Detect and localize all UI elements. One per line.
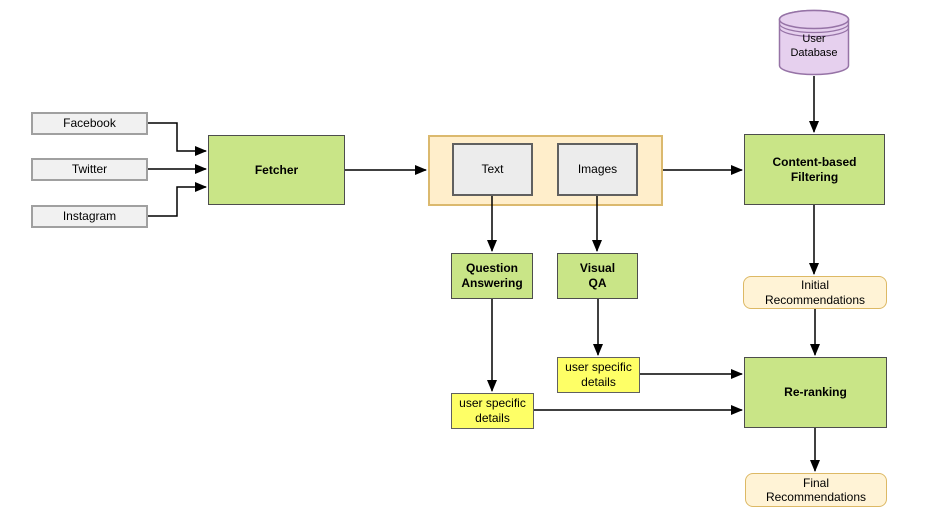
node-instagram: Instagram bbox=[31, 205, 148, 228]
node-re-ranking-label: Re-ranking bbox=[784, 385, 847, 399]
node-user-specific-details-visual-label: user specific details bbox=[565, 360, 632, 389]
node-visual-qa-label: Visual QA bbox=[579, 261, 616, 290]
node-fetcher-label: Fetcher bbox=[254, 162, 299, 177]
node-question-answering: Question Answering bbox=[451, 253, 533, 299]
node-images-label: Images bbox=[577, 162, 618, 176]
node-fetcher: Fetcher bbox=[208, 135, 345, 205]
node-user-specific-details-text: user specific details bbox=[451, 393, 534, 429]
node-user-specific-details-text-label: user specific details bbox=[459, 396, 526, 425]
node-initial-recommendations-label: Initial Recommendations bbox=[764, 278, 866, 307]
node-twitter-label: Twitter bbox=[71, 162, 108, 176]
node-re-ranking: Re-ranking bbox=[744, 357, 887, 428]
node-user-database-label: User Database bbox=[790, 33, 838, 59]
node-text-label: Text bbox=[481, 162, 504, 176]
node-images: Images bbox=[557, 143, 638, 196]
node-question-answering-label: Question Answering bbox=[461, 261, 523, 290]
node-initial-recommendations: Initial Recommendations bbox=[743, 276, 887, 309]
node-instagram-label: Instagram bbox=[62, 209, 117, 223]
node-content-based-filtering: Content-based Filtering bbox=[744, 134, 885, 205]
node-user-database: User Database bbox=[778, 9, 850, 76]
node-content-based-filtering-label: Content-based Filtering bbox=[772, 154, 857, 184]
database-icon bbox=[778, 9, 850, 76]
node-twitter: Twitter bbox=[31, 158, 148, 181]
node-user-specific-details-visual: user specific details bbox=[557, 357, 640, 393]
node-text: Text bbox=[452, 143, 533, 196]
node-facebook: Facebook bbox=[31, 112, 148, 135]
node-final-recommendations: Final Recommendations bbox=[745, 473, 887, 507]
node-visual-qa: Visual QA bbox=[557, 253, 638, 299]
node-final-recommendations-label: Final Recommendations bbox=[765, 475, 867, 504]
edge-instagram-fetcher bbox=[148, 182, 207, 217]
edge-facebook-fetcher bbox=[148, 122, 207, 156]
node-facebook-label: Facebook bbox=[63, 116, 116, 130]
